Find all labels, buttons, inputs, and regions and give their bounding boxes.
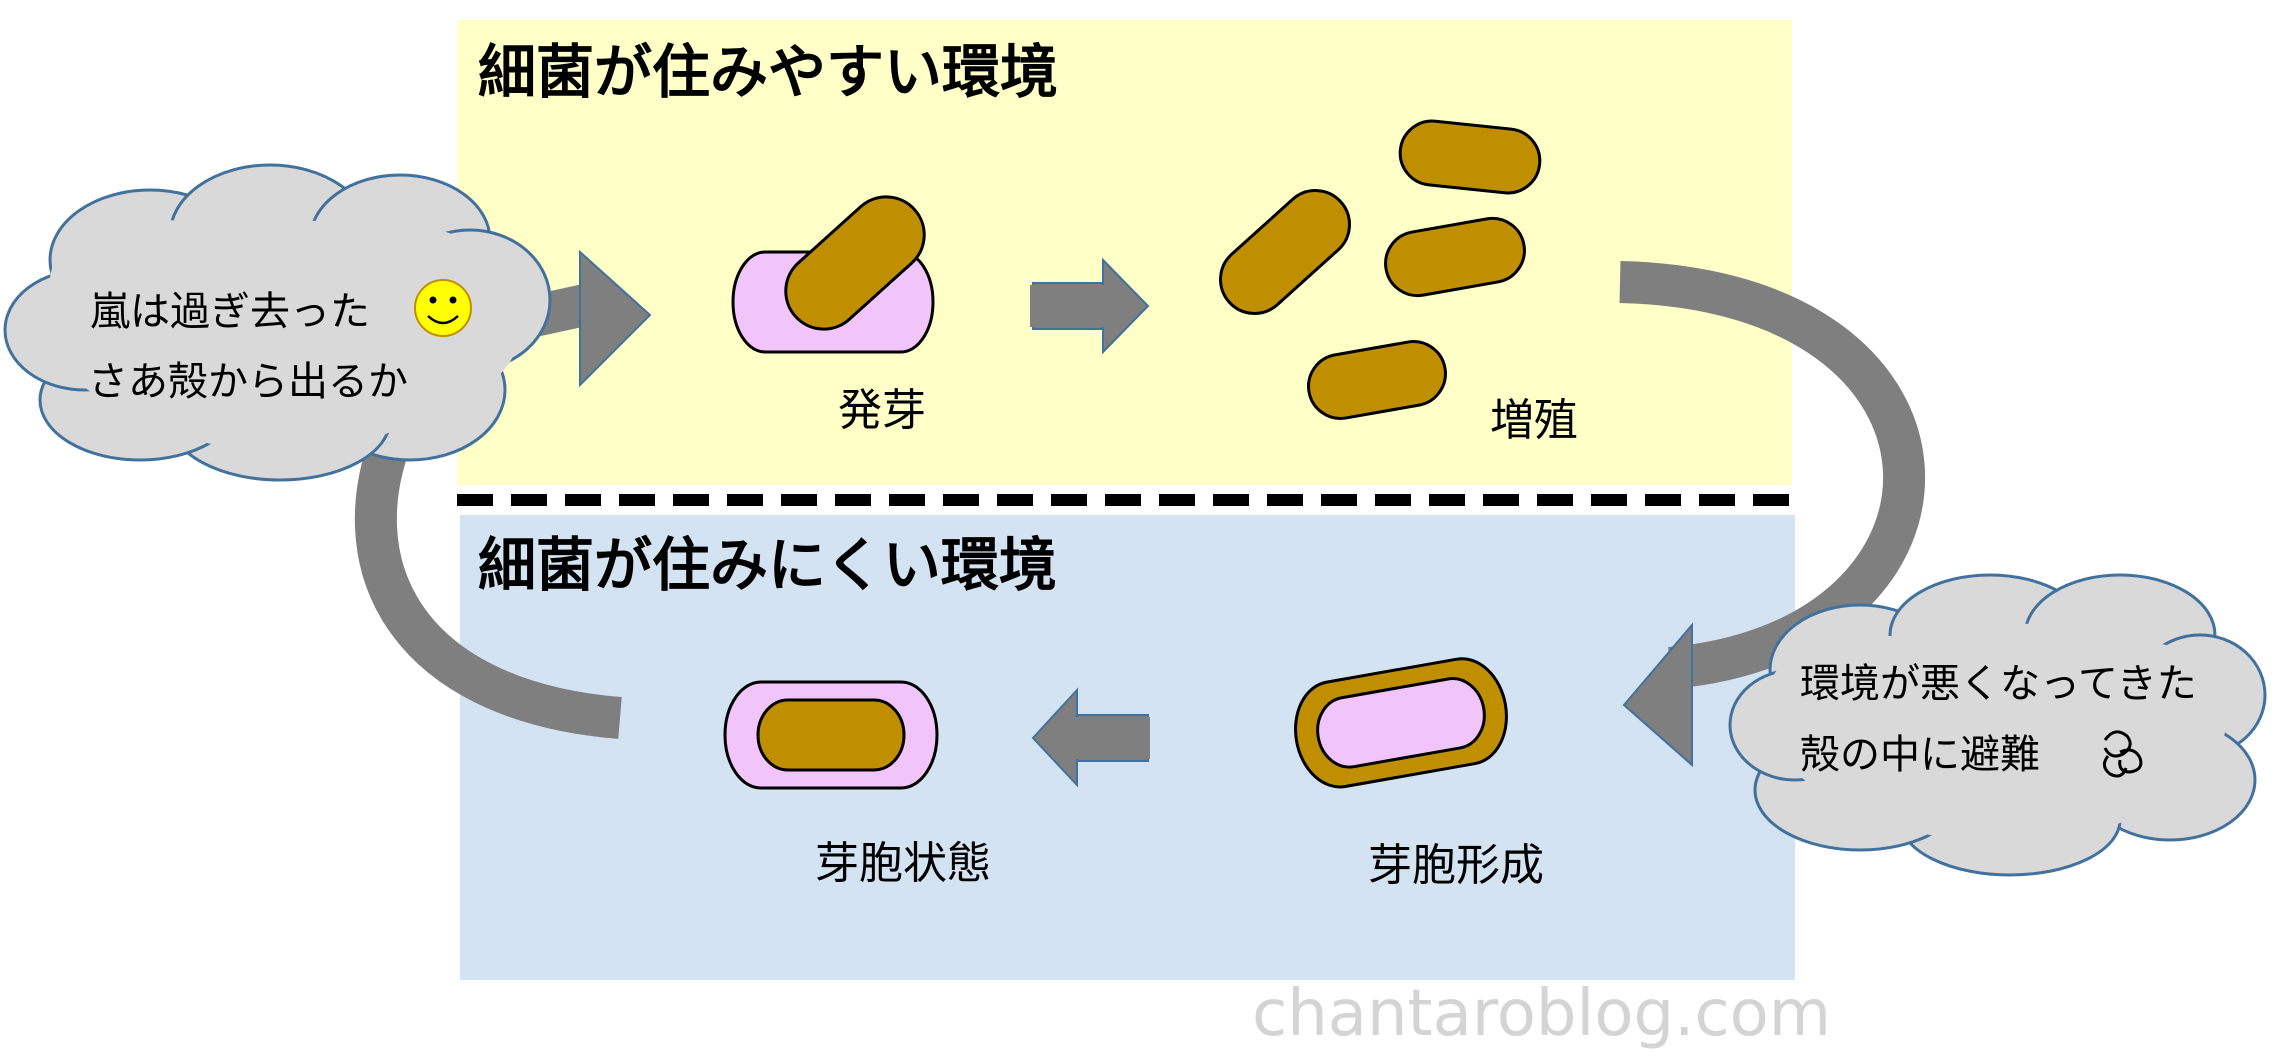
arrow-germination-to-proliferation: [1030, 257, 1150, 355]
left-bubble-line-2: さあ殻から出るか: [88, 359, 408, 405]
right-bubble-line-1: 環境が悪くなってきた: [1800, 661, 2197, 707]
bacterium-rod: [1384, 216, 1526, 298]
proliferation-cells: [1219, 119, 1542, 420]
right-thought-bubble: [1728, 573, 2267, 877]
favorable-environment-region: [457, 20, 1792, 485]
spore-state-cell: [723, 680, 939, 790]
right-bubble-line-2: 殻の中に避難: [1800, 732, 2040, 778]
smiley-face-icon: [414, 279, 472, 337]
spore-formation-label: 芽胞形成: [1368, 840, 1544, 891]
unfavorable-environment-heading: 細菌が住みにくい環境: [478, 531, 1057, 599]
proliferation-label: 増殖: [1490, 395, 1578, 446]
watermark-text: chantaroblog.com: [1252, 977, 1831, 1051]
spore-state-label: 芽胞状態: [815, 838, 991, 889]
bacterium-rod: [1307, 340, 1447, 420]
germination-cell: [731, 195, 935, 354]
dizzy-swirl-icon: [2103, 730, 2143, 778]
bacterium-rod: [1398, 119, 1542, 195]
arrow-spore-formation-to-spore-state: [1031, 687, 1150, 788]
left-thought-bubble: [3, 163, 552, 482]
bacterium-rod: [1219, 189, 1351, 315]
spore-formation-cell: [1294, 657, 1508, 789]
favorable-environment-heading: 細菌が住みやすい環境: [478, 38, 1058, 106]
germination-label: 発芽: [838, 385, 926, 436]
left-bubble-line-1: 嵐は過ぎ去った: [90, 289, 370, 335]
